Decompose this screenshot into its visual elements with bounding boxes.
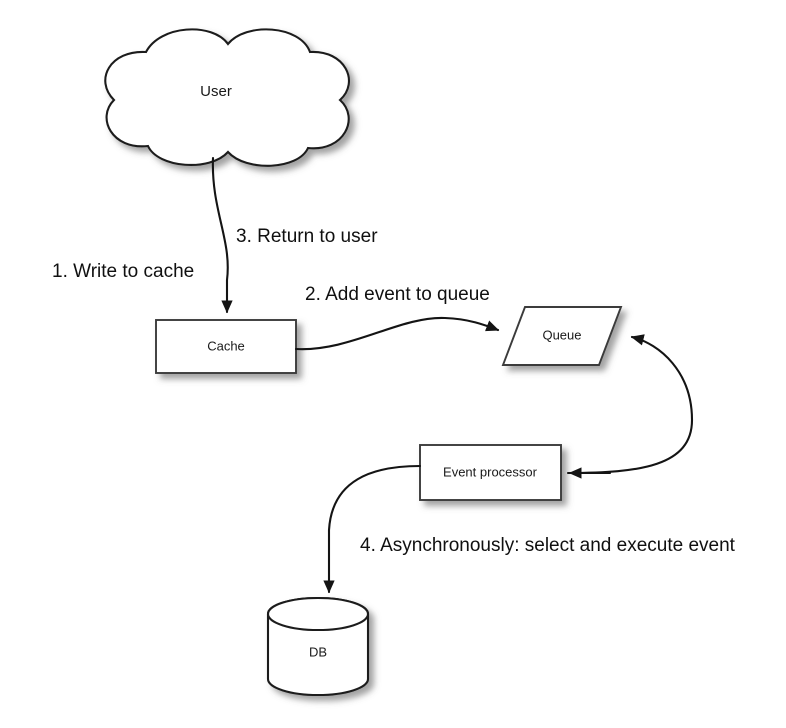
node-queue-label: Queue bbox=[542, 327, 581, 342]
edge-proc-to-db bbox=[323, 464, 422, 594]
edge-proc-to-queue bbox=[566, 334, 694, 475]
event-processor-shape bbox=[419, 444, 562, 501]
node-event-processor[interactable]: Event processor bbox=[419, 444, 562, 501]
step-label-4: 4. Asynchronously: select and execute ev… bbox=[360, 535, 736, 556]
queue-shape bbox=[501, 306, 623, 366]
node-db[interactable]: DB bbox=[266, 596, 370, 697]
node-cache[interactable]: Cache bbox=[155, 319, 297, 374]
node-user-label: User bbox=[200, 83, 232, 100]
cloud-shape bbox=[104, 28, 350, 167]
node-queue[interactable]: Queue bbox=[501, 306, 623, 366]
edge-cache-to-queue bbox=[294, 316, 500, 351]
node-db-label: DB bbox=[309, 644, 327, 659]
step-label-1: 1. Write to cache bbox=[52, 261, 194, 282]
step-label-2: 2. Add event to queue bbox=[305, 284, 490, 305]
cache-shape bbox=[155, 319, 297, 374]
edge-user-to-cache bbox=[211, 156, 233, 314]
step-label-3: 3. Return to user bbox=[236, 226, 378, 247]
node-user[interactable]: User bbox=[104, 28, 350, 167]
node-event-processor-label: Event processor bbox=[443, 464, 538, 479]
db-top bbox=[266, 596, 370, 632]
node-cache-label: Cache bbox=[207, 338, 245, 353]
